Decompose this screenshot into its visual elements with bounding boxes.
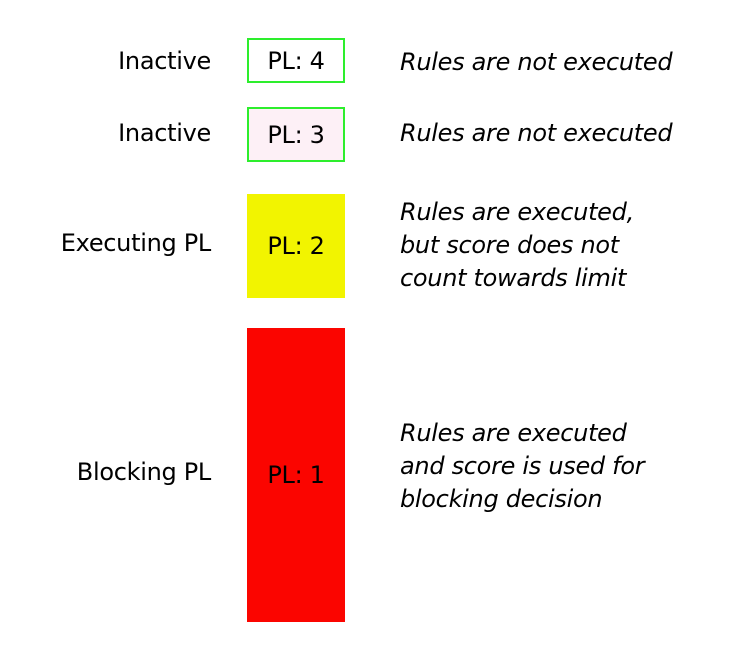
row-pl3-label: Inactive bbox=[118, 119, 211, 147]
row-pl4-box: PL: 4 bbox=[247, 38, 345, 83]
row-pl2-description: Rules are executed, but score does not c… bbox=[400, 198, 634, 292]
row-pl4-description: Rules are not executed bbox=[400, 48, 673, 76]
row-pl1-box: PL: 1 bbox=[247, 328, 345, 622]
row-pl2-label: Executing PL bbox=[60, 229, 212, 257]
row-pl2-box: PL: 2 bbox=[247, 194, 345, 298]
row-pl3-box: PL: 3 bbox=[247, 107, 345, 162]
row-pl3-description: Rules are not executed bbox=[400, 119, 673, 147]
row-pl1-label: Blocking PL bbox=[76, 458, 212, 486]
row-pl1-description: Rules are executed and score is used for… bbox=[400, 419, 645, 513]
row-pl4-label: Inactive bbox=[118, 47, 211, 75]
